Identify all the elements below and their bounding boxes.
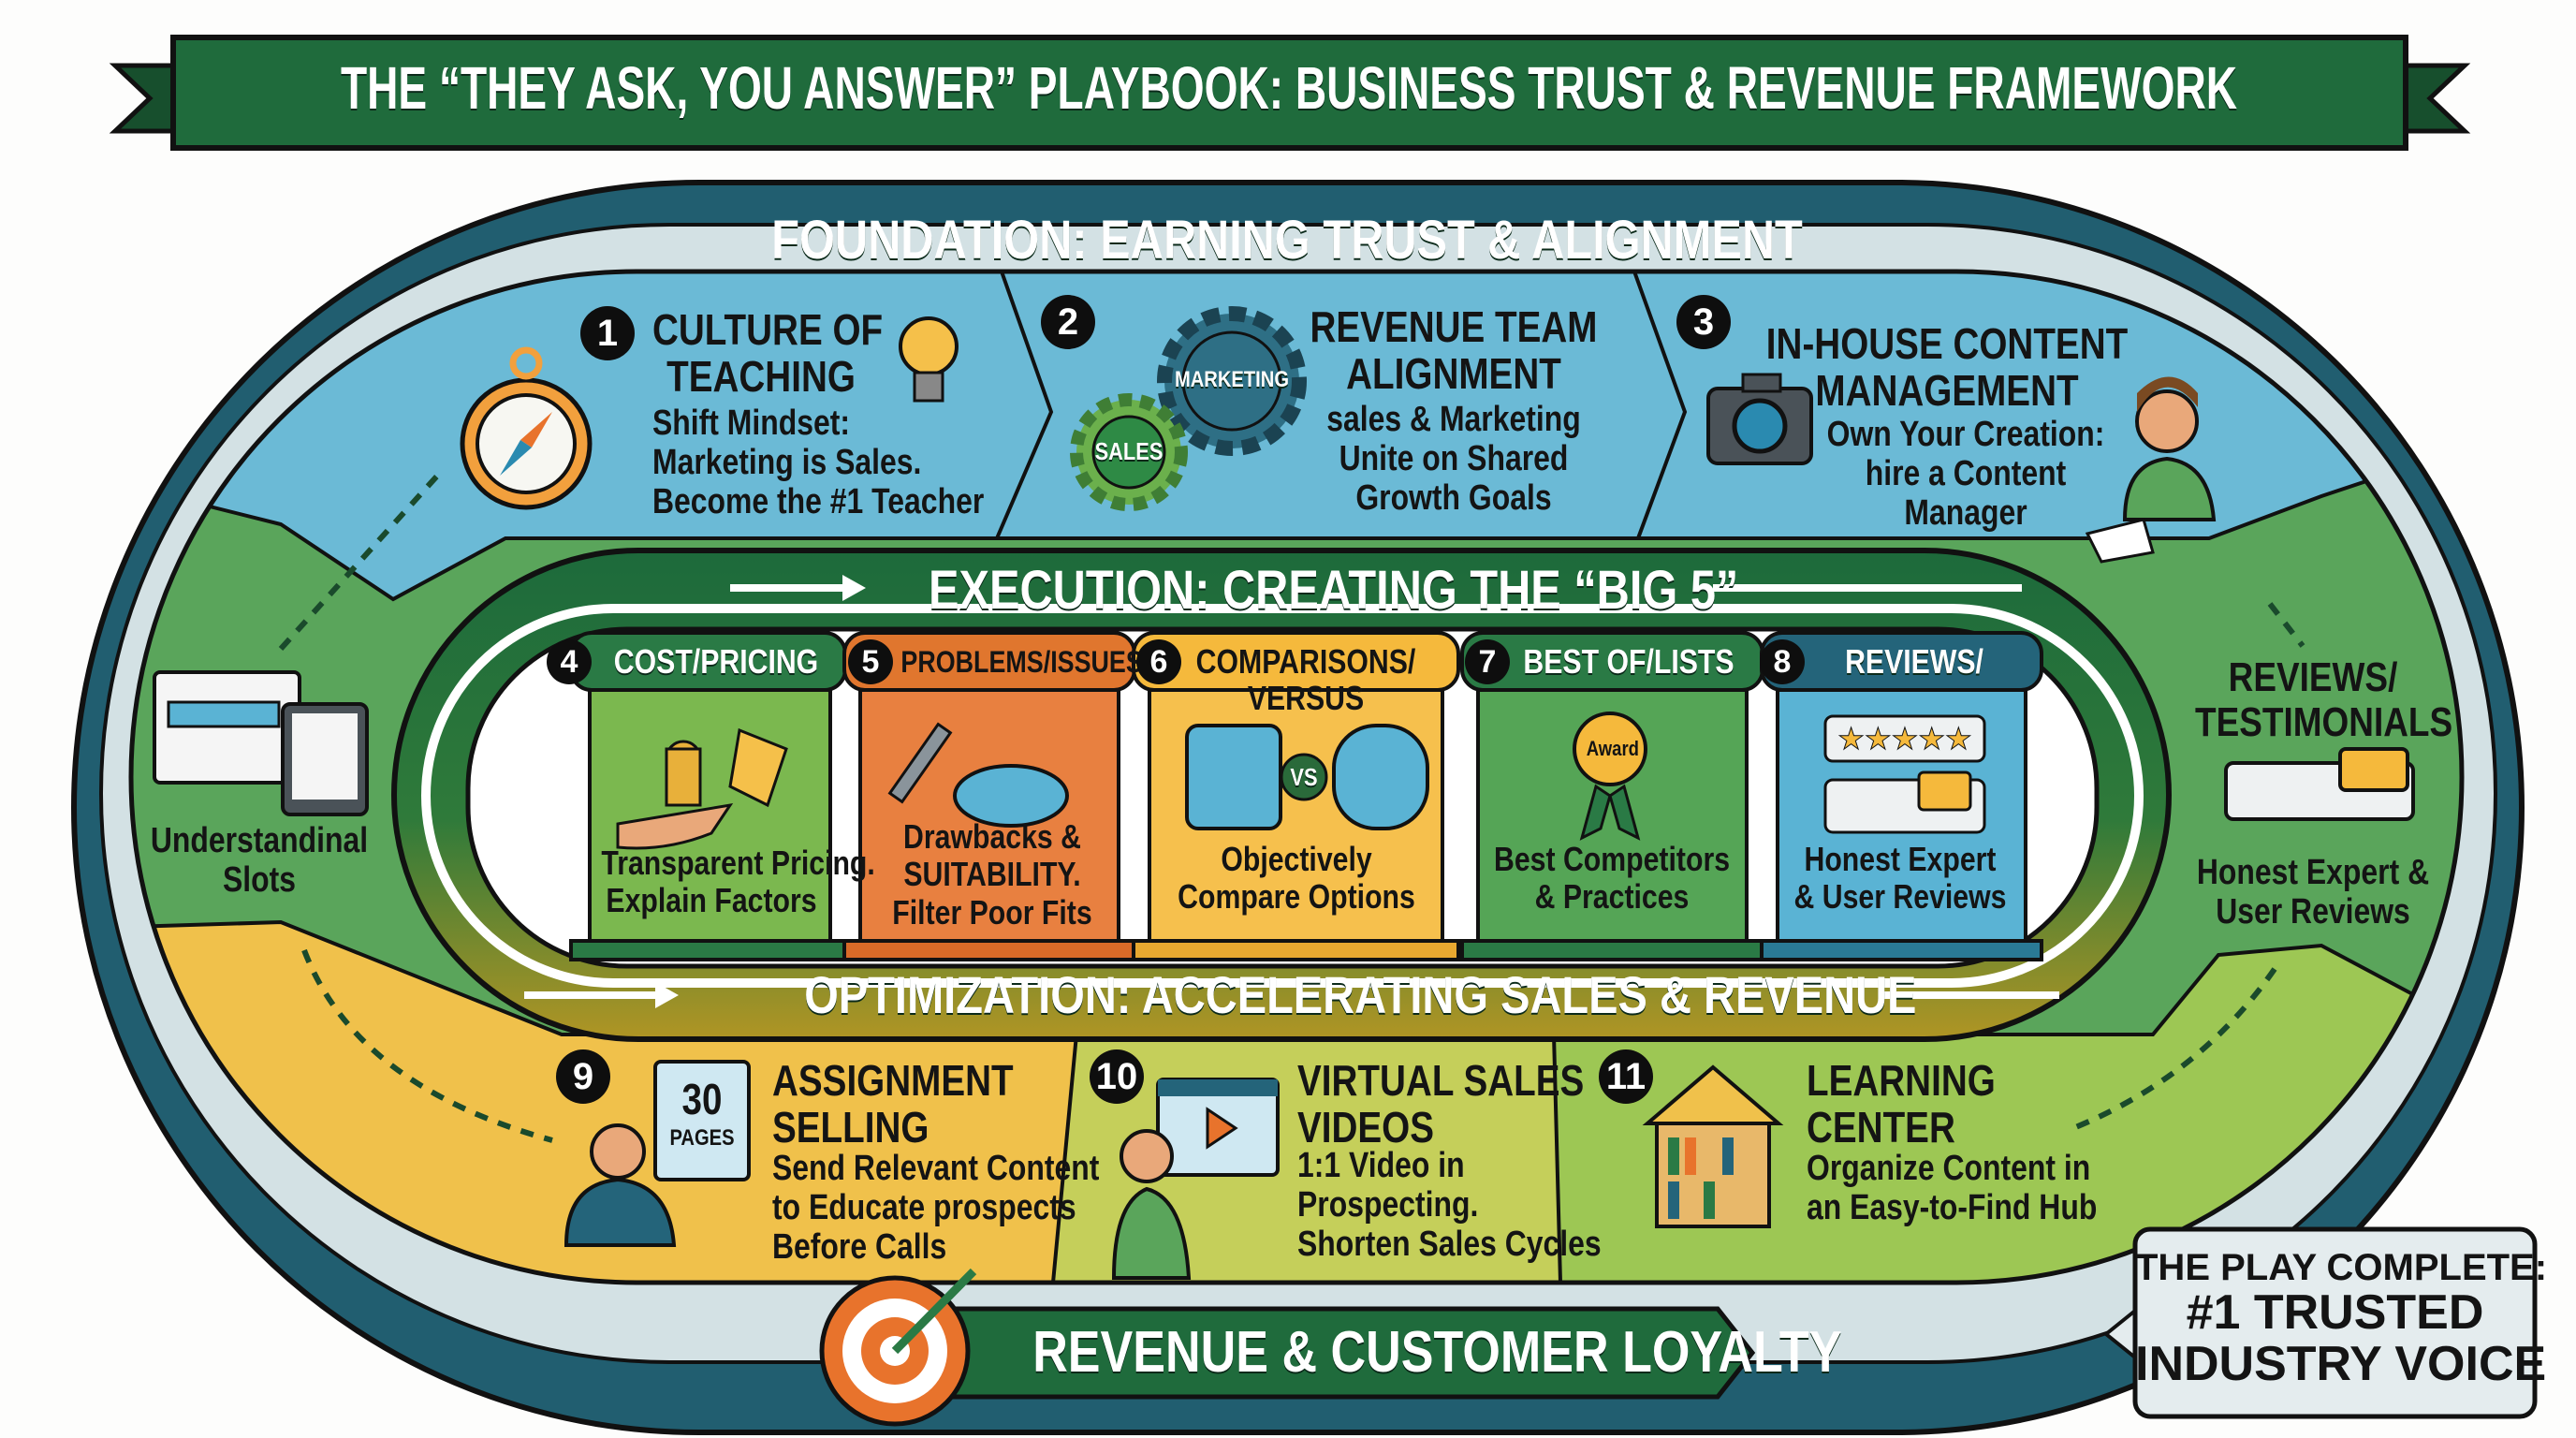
outcome-label: REVENUE & CUSTOMER LOYALTY bbox=[1032, 1320, 1842, 1385]
pillar-8-header: REVIEWS/ bbox=[1845, 642, 1983, 681]
pillar-7-header: BEST OF/LISTS bbox=[1523, 642, 1734, 681]
title-banner bbox=[109, 35, 2471, 151]
right-side-body: Honest Expert &User Reviews bbox=[2196, 853, 2430, 932]
presenter-woman-icon bbox=[1111, 1129, 1192, 1280]
callout-box bbox=[2102, 1226, 2538, 1419]
camera-icon bbox=[1706, 373, 1813, 465]
right-side-title: REVIEWS/TESTIMONIALS bbox=[2195, 654, 2453, 745]
pillar-badge-4: 4 bbox=[547, 639, 592, 684]
pillar-8-body: Honest Expert& User Reviews bbox=[1793, 840, 2007, 917]
video-player-icon bbox=[1156, 1078, 1280, 1177]
webpage-tablet-icon bbox=[153, 670, 369, 816]
pillar-5-body: Drawbacks &SUITABILITY.Filter Poor Fits bbox=[892, 817, 1092, 932]
pillar-badge-5: 5 bbox=[848, 639, 893, 684]
award-ribbon-icon bbox=[1573, 712, 1647, 841]
banner-title: THE “THEY ASK, YOU ANSWER” PLAYBOOK: BUS… bbox=[341, 54, 2237, 122]
step-1-body: Shift Mindset:Marketing is Sales.Become … bbox=[652, 404, 985, 521]
pillar-4-body: Transparent Pricing.Explain Factors bbox=[601, 844, 875, 920]
execution-label: EXECUTION: CREATING THE “BIG 5” bbox=[929, 560, 1739, 621]
pools-versus-icon bbox=[1185, 724, 1429, 830]
document-pages-icon bbox=[653, 1060, 751, 1181]
doc-label: PAGES bbox=[669, 1125, 735, 1151]
wrench-pool-icon bbox=[887, 722, 1069, 828]
step-badge-1: 1 bbox=[580, 306, 635, 360]
svg-text:★★★★★: ★★★★★ bbox=[1837, 722, 1971, 756]
dashed-arrows bbox=[278, 470, 2305, 1143]
chat-bubbles-icon bbox=[2224, 747, 2415, 821]
writer-person-icon bbox=[2085, 376, 2217, 564]
step-badge-11: 11 bbox=[1599, 1049, 1653, 1104]
pillar-6-header: COMPARISONS/VERSUS bbox=[1195, 642, 1416, 717]
library-icon bbox=[1642, 1064, 1784, 1228]
gear-label-sales: SALES bbox=[1094, 437, 1164, 465]
vs-label: VS bbox=[1290, 763, 1318, 791]
pillar-badge-8: 8 bbox=[1760, 639, 1805, 684]
salesperson-icon bbox=[564, 1123, 677, 1247]
target-arrow-icon bbox=[819, 1268, 977, 1427]
doc-number: 30 bbox=[681, 1075, 723, 1123]
pillar-4-header: COST/PRICING bbox=[613, 642, 819, 681]
lightbulb-icon bbox=[899, 316, 959, 403]
step-badge-10: 10 bbox=[1090, 1049, 1144, 1104]
optimization-label: OPTIMIZATION: ACCELERATING SALES & REVEN… bbox=[804, 965, 1917, 1024]
step-badge-2: 2 bbox=[1041, 295, 1095, 349]
step-badge-3: 3 bbox=[1676, 295, 1731, 349]
gear-label-marketing: MARKETING bbox=[1174, 367, 1290, 392]
pillar-5-header: PROBLEMS/ISSUES bbox=[900, 645, 1143, 679]
foundation-label: FOUNDATION: EARNING TRUST & ALIGNMENT bbox=[771, 210, 1803, 271]
step-badge-9: 9 bbox=[556, 1049, 610, 1104]
award-label: Award bbox=[1586, 737, 1639, 760]
coins-price-tag-icon bbox=[616, 727, 788, 850]
star-review-icon: ★★★★★ bbox=[1823, 714, 1986, 834]
gears-icon bbox=[1070, 306, 1307, 511]
pillar-badge-7: 7 bbox=[1465, 639, 1510, 684]
pillar-badge-6: 6 bbox=[1136, 639, 1181, 684]
pillar-7-body: Best Competitors& Practices bbox=[1494, 840, 1731, 917]
callout-text: THE PLAY COMPLETE: #1 TRUSTED INDUSTRY V… bbox=[2135, 1247, 2548, 1391]
compass-icon bbox=[460, 346, 593, 510]
